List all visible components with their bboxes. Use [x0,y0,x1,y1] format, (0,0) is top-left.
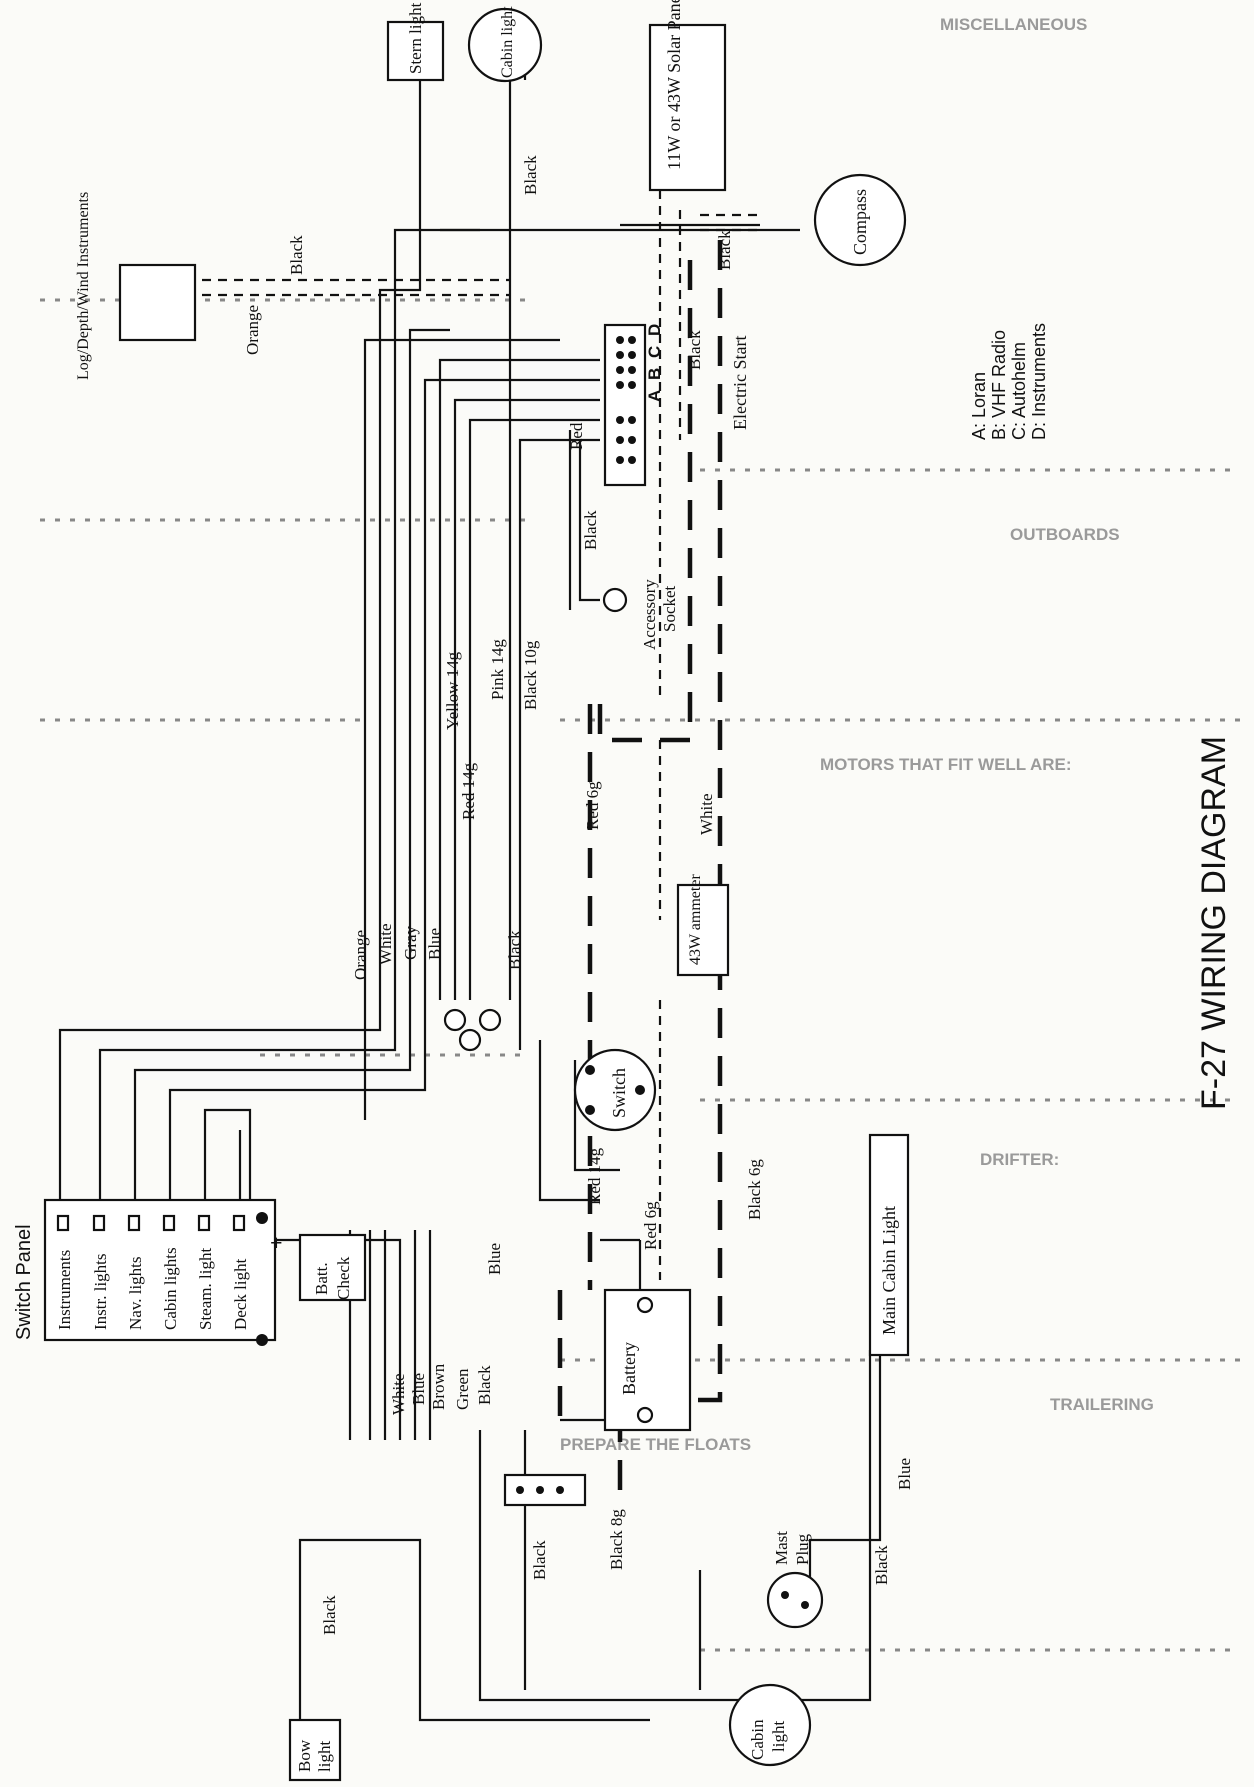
batt-check: Batt. Check [298,1233,367,1302]
compass: Compass [813,173,907,267]
wire-label-orange-bundle: Orange [351,930,370,980]
stern-light: Stern light [386,2,445,82]
cabin-light-bottom: Cabin light [728,1683,812,1767]
wire-label-black10: Black 10g [521,640,540,710]
switch-label-steam-light: Steam. light [196,1248,215,1330]
legend-d: D: Instruments [1029,323,1049,440]
bg-heading-misc: MISCELLANEOUS [940,15,1087,34]
wire-label-black-low: Black [475,1365,494,1405]
connector-c: C [645,346,664,358]
diagram-title: F-27 WIRING DIAGRAM [1195,736,1233,1110]
legend-a: A: Loran [969,372,989,440]
rotary-switch: Switch [573,1048,657,1132]
bg-heading-trailering: TRAILERING [1050,1395,1154,1414]
ammeter-label: 43W ammeter [687,874,704,965]
wire-label-black-instruments: Black [287,235,306,275]
bg-heading-drifter: DRIFTER: [980,1150,1059,1169]
background-text: MISCELLANEOUS OUTBOARDS MOTORS THAT FIT … [40,15,1240,1652]
bg-heading-floats: PREPARE THE FLOATS [560,1435,751,1454]
accessory-socket-label-2: Socket [660,585,679,632]
accessory-socket: Accessory Socket [602,579,679,650]
wire-label-red-socket: Red [567,422,586,450]
wire-label-gray-bundle: Gray [401,926,420,960]
switch-label-cabin-lights: Cabin lights [161,1247,180,1330]
main-cabin-light-label: Main Cabin Light [879,1206,899,1335]
wire-label-black-mast: Black [530,1540,549,1580]
bg-heading-motors: MOTORS THAT FIT WELL ARE: [820,755,1072,774]
battery-label: Battery [619,1342,639,1395]
cabin-light-bottom-label-1: Cabin [748,1719,767,1760]
wire-label-pink: Pink 14g [488,639,507,700]
log-instruments-label: Log/Depth/Wind Instruments [75,192,92,380]
batt-check-label-1: Batt. [312,1262,331,1295]
wire-label-white-main: White [697,793,716,835]
wire-label-red14: Red 14g [459,762,478,820]
wire-label-orange-instruments: Orange [243,305,262,355]
connector-d: D [645,324,664,336]
switch-panel-title: Switch Panel [13,1224,35,1340]
stern-light-label: Stern light [406,2,425,74]
cabin-light-bottom-label-2: light [769,1721,788,1752]
log-instruments: Log/Depth/Wind Instruments [75,192,197,380]
wire-label-green-low: Green [453,1368,472,1410]
mast-plug-label-2: Plug [793,1533,812,1565]
panel-plus: + [270,1230,283,1255]
switch-label-instruments: Instruments [55,1250,74,1330]
wire-label-blue-batt: Blue [485,1243,504,1275]
switch-panel: Switch Panel Instruments Instr. lights N… [13,1198,283,1346]
ammeter: 43W ammeter [676,874,730,977]
connector-b: B [645,368,664,380]
mast-plug-label-1: Mast [772,1531,791,1565]
wire-label-black-compass: Black [715,230,734,270]
bow-light-label-2: light [315,1741,334,1772]
wire-labels: Black Black Black Orange Black Red Black… [243,155,914,1635]
bow-light: Bow light [288,1718,342,1782]
wire-label-black-bundle: Black [505,930,524,970]
solar-panel: 11W or 43W Solar Panel [648,0,727,192]
battery: Battery [603,1288,692,1432]
connector-a: A [645,390,664,402]
electric-start-label: Electric Start [730,336,750,430]
wire-label-black6: Black 6g [745,1159,764,1220]
wire-label-black-stern: Black [521,155,540,195]
wire-label-black-socket: Black [581,510,600,550]
wire-label-brown-low: Brown [429,1363,448,1410]
wire-label-red14-switch: Red 14g [585,1147,604,1205]
accessory-socket-label-1: Accessory [640,579,659,650]
wire-label-white-bundle: White [376,923,395,965]
compass-label: Compass [850,189,870,255]
switch-label-deck-light: Deck light [231,1258,250,1330]
cabin-light-top: Cabin light [467,6,543,83]
wire-label-black-connector: Black [685,330,704,370]
wire-label-black-bow: Black [320,1595,339,1635]
connector-block: A B C D [603,324,664,487]
switch-label-nav-lights: Nav. lights [126,1256,145,1330]
switch-label-instr-lights: Instr. lights [91,1253,110,1330]
legend-c: C: Autohelm [1009,342,1029,440]
cabin-light-top-label: Cabin light [499,6,516,78]
legend-b: B: VHF Radio [989,330,1009,440]
main-cabin-light: Main Cabin Light [868,1133,910,1357]
wire-label-white-low: White [389,1373,408,1415]
wire-label-black8: Black 8g [607,1509,626,1570]
wire-label-red6-switch: Red 6g [641,1201,660,1250]
legend: A: Loran B: VHF Radio C: Autohelm D: Ins… [969,323,1049,440]
switch-pins [443,1008,502,1052]
mast-plug: Mast Plug [766,1531,824,1629]
wire-label-blue-mast: Blue [895,1458,914,1490]
wire-label-yellow: Yellow 14g [443,651,462,730]
switch-label: Switch [609,1068,629,1118]
wire-label-black-mast2: Black [872,1545,891,1585]
batt-check-label-2: Check [334,1256,353,1300]
bus-bar [503,1473,587,1507]
bow-light-label-1: Bow [295,1739,314,1772]
solar-panel-label: 11W or 43W Solar Panel [664,0,684,170]
wire-label-blue-bundle: Blue [425,928,444,960]
wire-label-red6-top: Red 6g [583,781,602,830]
bg-heading-outboards: OUTBOARDS [1010,525,1120,544]
wire-label-blue-low: Blue [409,1373,428,1405]
